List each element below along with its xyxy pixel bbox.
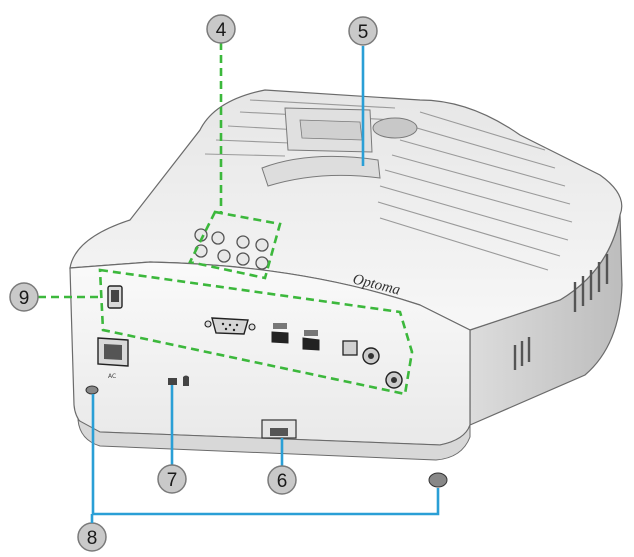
audio-out-jack xyxy=(385,371,403,389)
ac-power-socket: AC xyxy=(97,337,129,380)
callout-7: 7 xyxy=(157,464,187,494)
callout-leaders xyxy=(38,42,440,516)
leader-8 xyxy=(91,394,440,516)
hdmi-port-1 xyxy=(271,323,289,344)
callout-9: 9 xyxy=(9,282,39,312)
tilt-foot-left xyxy=(85,385,99,395)
rj45-port xyxy=(342,340,358,356)
callout-6: 6 xyxy=(267,465,297,495)
callout-9-label: 9 xyxy=(19,288,30,309)
callout-5: 5 xyxy=(348,16,378,46)
callout-8-label: 8 xyxy=(87,528,98,549)
callout-4-label: 4 xyxy=(216,20,227,41)
callout-7-label: 7 xyxy=(167,470,178,491)
top-vents-right xyxy=(377,111,573,271)
security-bar xyxy=(261,419,297,439)
keypad-highlight xyxy=(188,210,282,280)
zoom-lens-area xyxy=(261,107,418,187)
io-panel-highlight xyxy=(98,268,414,396)
callout-5-label: 5 xyxy=(358,22,369,43)
projector-body xyxy=(69,89,623,461)
side-vents xyxy=(513,254,609,370)
tilt-foot-right xyxy=(428,472,448,488)
audio-in-jack xyxy=(362,347,380,365)
highlight-boxes xyxy=(98,210,414,396)
ac-label: AC xyxy=(108,373,116,380)
callout-4: 4 xyxy=(206,14,236,44)
kensington-lock-port xyxy=(168,375,189,386)
callout-8: 8 xyxy=(77,522,107,552)
callout-6-label: 6 xyxy=(277,471,288,492)
rear-panel: AC xyxy=(85,285,448,488)
vga-port xyxy=(204,317,256,335)
hdmi-port-2 xyxy=(302,330,320,351)
